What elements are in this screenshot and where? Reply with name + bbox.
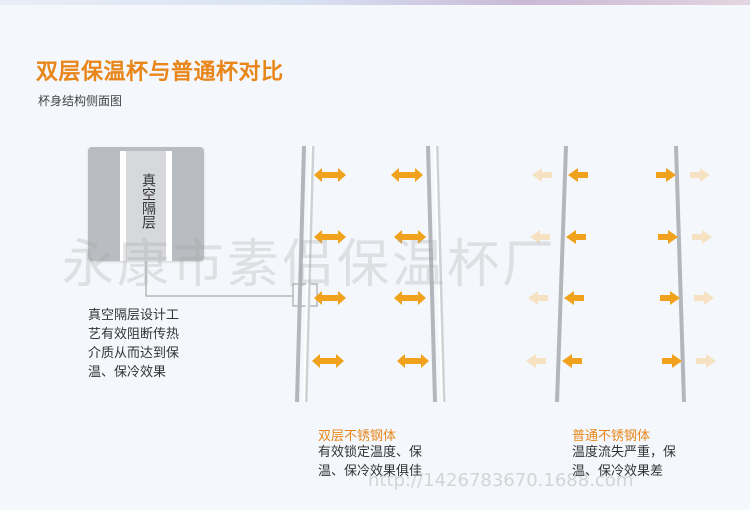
double-arrow [397, 354, 429, 368]
outward-arrow-left [532, 168, 588, 182]
page-subtitle: 杯身结构侧面图 [38, 94, 123, 108]
double-arrow [314, 291, 346, 305]
outward-arrow-right [660, 291, 714, 305]
page-title: 双层保温杯与普通杯对比 [36, 60, 284, 85]
zoom-marker [292, 283, 318, 307]
double-wall-right [426, 145, 446, 403]
normal-wall-right [674, 145, 686, 403]
double-arrow [314, 168, 346, 182]
top-decor-stripe [0, 0, 750, 5]
outward-arrow-right [658, 230, 712, 244]
double-arrow [394, 230, 426, 244]
double-wall-left [295, 145, 315, 403]
watermark-text: 永康市素侣保温杯厂 [62, 235, 558, 295]
double-wall-caption-line: 有效锁定温度、保 [318, 445, 423, 460]
outward-arrow-left [526, 354, 582, 368]
double-arrow [391, 168, 423, 182]
normal-wall-arrows [526, 168, 716, 368]
double-wall-caption-title: 双层不锈钢体 [318, 429, 397, 444]
outward-arrow-left [528, 291, 584, 305]
vacuum-description-line: 介质从而达到保 [88, 346, 180, 361]
connector-line [145, 262, 293, 297]
normal-wall-left [555, 145, 568, 403]
double-wall-caption-line: 温、保冷效果俱佳 [318, 464, 423, 479]
double-arrow [394, 291, 426, 305]
normal-cup-caption-line: 温度流失严重，保 [572, 445, 677, 460]
vacuum-description-line: 温、保冷效果 [88, 365, 167, 380]
vacuum-description-line: 艺有效阻断传热 [88, 327, 180, 342]
vacuum-layer-illustration: 真空隔层 [88, 147, 204, 261]
double-wall-arrows [312, 168, 429, 368]
normal-cup-caption-line: 温、保冷效果差 [572, 464, 664, 479]
vacuum-layer-label: 真空隔层 [140, 173, 156, 229]
normal-cup-caption: 温度流失严重，保 温、保冷效果差 [572, 443, 676, 481]
vacuum-description-line: 真空隔层设计工 [88, 308, 180, 323]
outward-arrow-right [656, 168, 710, 182]
outward-arrow-right [662, 354, 716, 368]
vacuum-gap [126, 151, 166, 261]
normal-cup-caption-title: 普通不锈钢体 [572, 429, 651, 444]
double-arrow [314, 230, 346, 244]
watermark-url: http://1426783670.1688.com [368, 470, 634, 491]
double-arrow [312, 354, 344, 368]
vacuum-description: 真空隔层设计工 艺有效阻断传热 介质从而达到保 温、保冷效果 [88, 306, 238, 382]
double-wall-caption: 有效锁定温度、保 温、保冷效果俱佳 [318, 443, 422, 481]
outward-arrow-left [530, 230, 586, 244]
